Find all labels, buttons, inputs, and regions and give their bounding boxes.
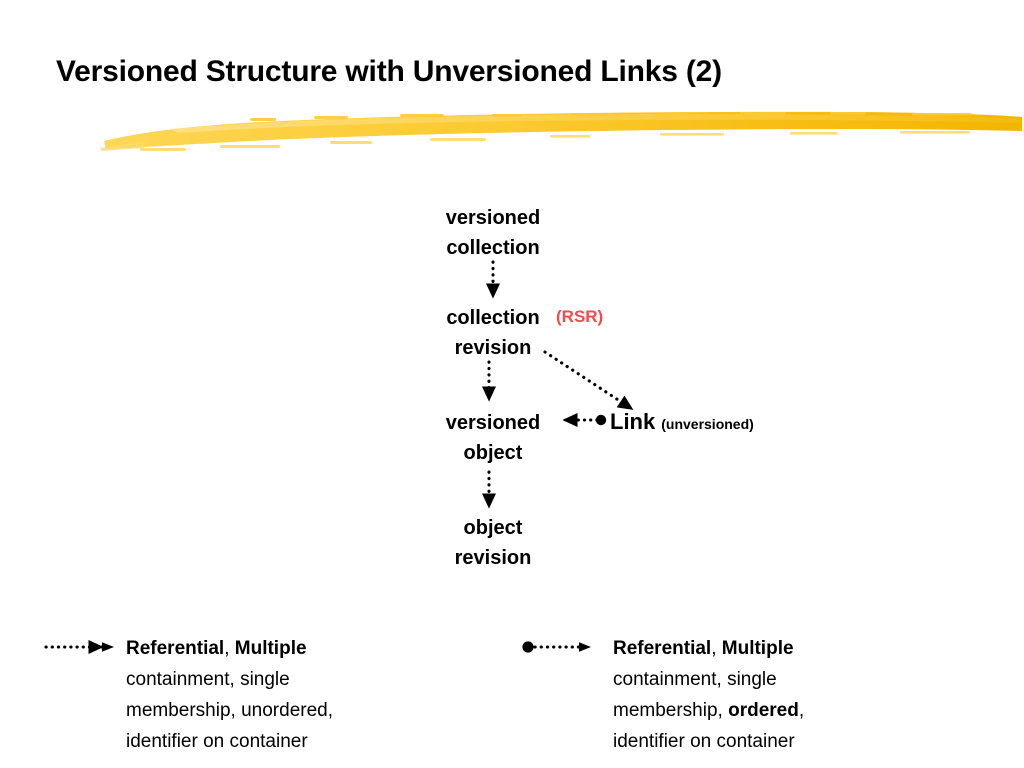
legend-text-run: containment, single xyxy=(613,669,777,690)
legend-right-line-2: containment, single xyxy=(613,664,943,695)
legend-right-dot-dotted-arrow-icon xyxy=(522,641,591,653)
legend-text-run: ordered xyxy=(728,700,799,721)
legend-text-run: , xyxy=(798,700,805,721)
node-line-2: revision xyxy=(454,547,532,569)
legend-left-line-3: membership, unordered, xyxy=(126,695,456,726)
legend-left-text: Referential, Multiple containment, single… xyxy=(126,633,456,757)
diagram-node-versioned-object: versioned object xyxy=(395,408,591,468)
legend-text-run: , xyxy=(224,638,235,659)
legend-text-run: membership, xyxy=(613,700,729,721)
legend-right-line-4: identifier on container xyxy=(613,726,943,757)
legend-text-run: identifier on container xyxy=(613,731,795,752)
legend-left-line-4: identifier on container xyxy=(126,726,456,757)
legend-text-run: identifier on container xyxy=(126,731,308,752)
diagram-node-versioned-collection: versioned collection xyxy=(395,203,591,263)
diagram-node-link: Link (unversioned) xyxy=(610,408,754,438)
legend-text-run: Multiple xyxy=(234,638,307,659)
diagram-node-collection-revision: collection revision xyxy=(395,303,591,363)
legend-right-line-1: Referential, Multiple xyxy=(613,633,943,664)
legend-text-run: Referential xyxy=(613,638,712,659)
node-line-1: versioned xyxy=(445,412,541,434)
legend-text-run: Referential xyxy=(126,638,225,659)
title-banner-brushstroke xyxy=(100,111,1022,151)
legend-right-line-3: membership, ordered, xyxy=(613,695,943,726)
node-line-2: collection xyxy=(446,237,540,259)
legend-left-line-1: Referential, Multiple xyxy=(126,633,456,664)
rsr-annotation: (RSR) xyxy=(556,307,604,326)
node-line-1: versioned xyxy=(445,207,541,229)
legend-text-run: membership, unordered, xyxy=(126,700,333,721)
node-line-1: object xyxy=(463,517,523,539)
link-node-qualifier: (unversioned) xyxy=(661,416,754,432)
edge-link-source-dot xyxy=(595,414,607,426)
legend-text-run: Multiple xyxy=(721,638,794,659)
legend-right-text: Referential, Multiple containment, single… xyxy=(613,633,943,757)
node-line-1: collection xyxy=(446,307,540,329)
node-line-2: object xyxy=(463,442,523,464)
legend-left-line-2: containment, single xyxy=(126,664,456,695)
legend-text-run: , xyxy=(711,638,722,659)
link-node-label: Link xyxy=(610,409,656,434)
legend-left-dotted-arrow-icon xyxy=(44,639,114,655)
page-title: Versioned Structure with Unversioned Lin… xyxy=(56,55,722,88)
diagram-node-object-revision: object revision xyxy=(395,513,591,573)
legend-text-run: containment, single xyxy=(126,669,290,690)
node-line-2: revision xyxy=(454,337,532,359)
